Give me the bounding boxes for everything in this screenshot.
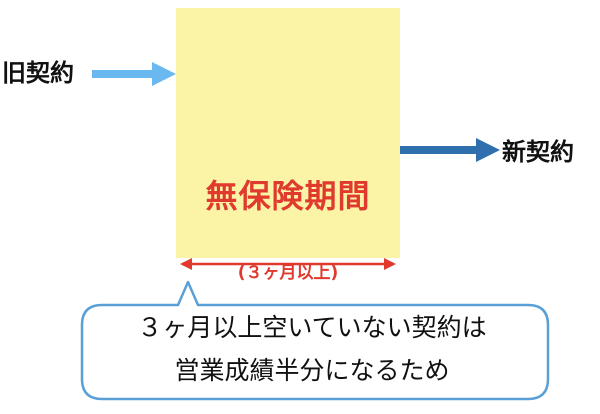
callout-line-1: ３ヶ月以上空いていない契約は <box>137 313 487 342</box>
old-contract-label: 旧契約 <box>2 59 74 87</box>
callout-text: ３ヶ月以上空いていない契約は 営業成績半分になるため <box>86 306 538 392</box>
no-insurance-period-box <box>176 8 400 258</box>
old-contract-arrow <box>92 62 176 86</box>
new-contract-arrow <box>400 138 500 162</box>
callout-bubble <box>80 280 550 401</box>
callout-line-2: 営業成績半分になるため <box>174 356 450 385</box>
gap-duration-label: (３ヶ月以上) <box>237 263 339 283</box>
gap-period-title: 無保険期間 <box>205 177 371 215</box>
new-contract-label: 新契約 <box>502 138 574 166</box>
